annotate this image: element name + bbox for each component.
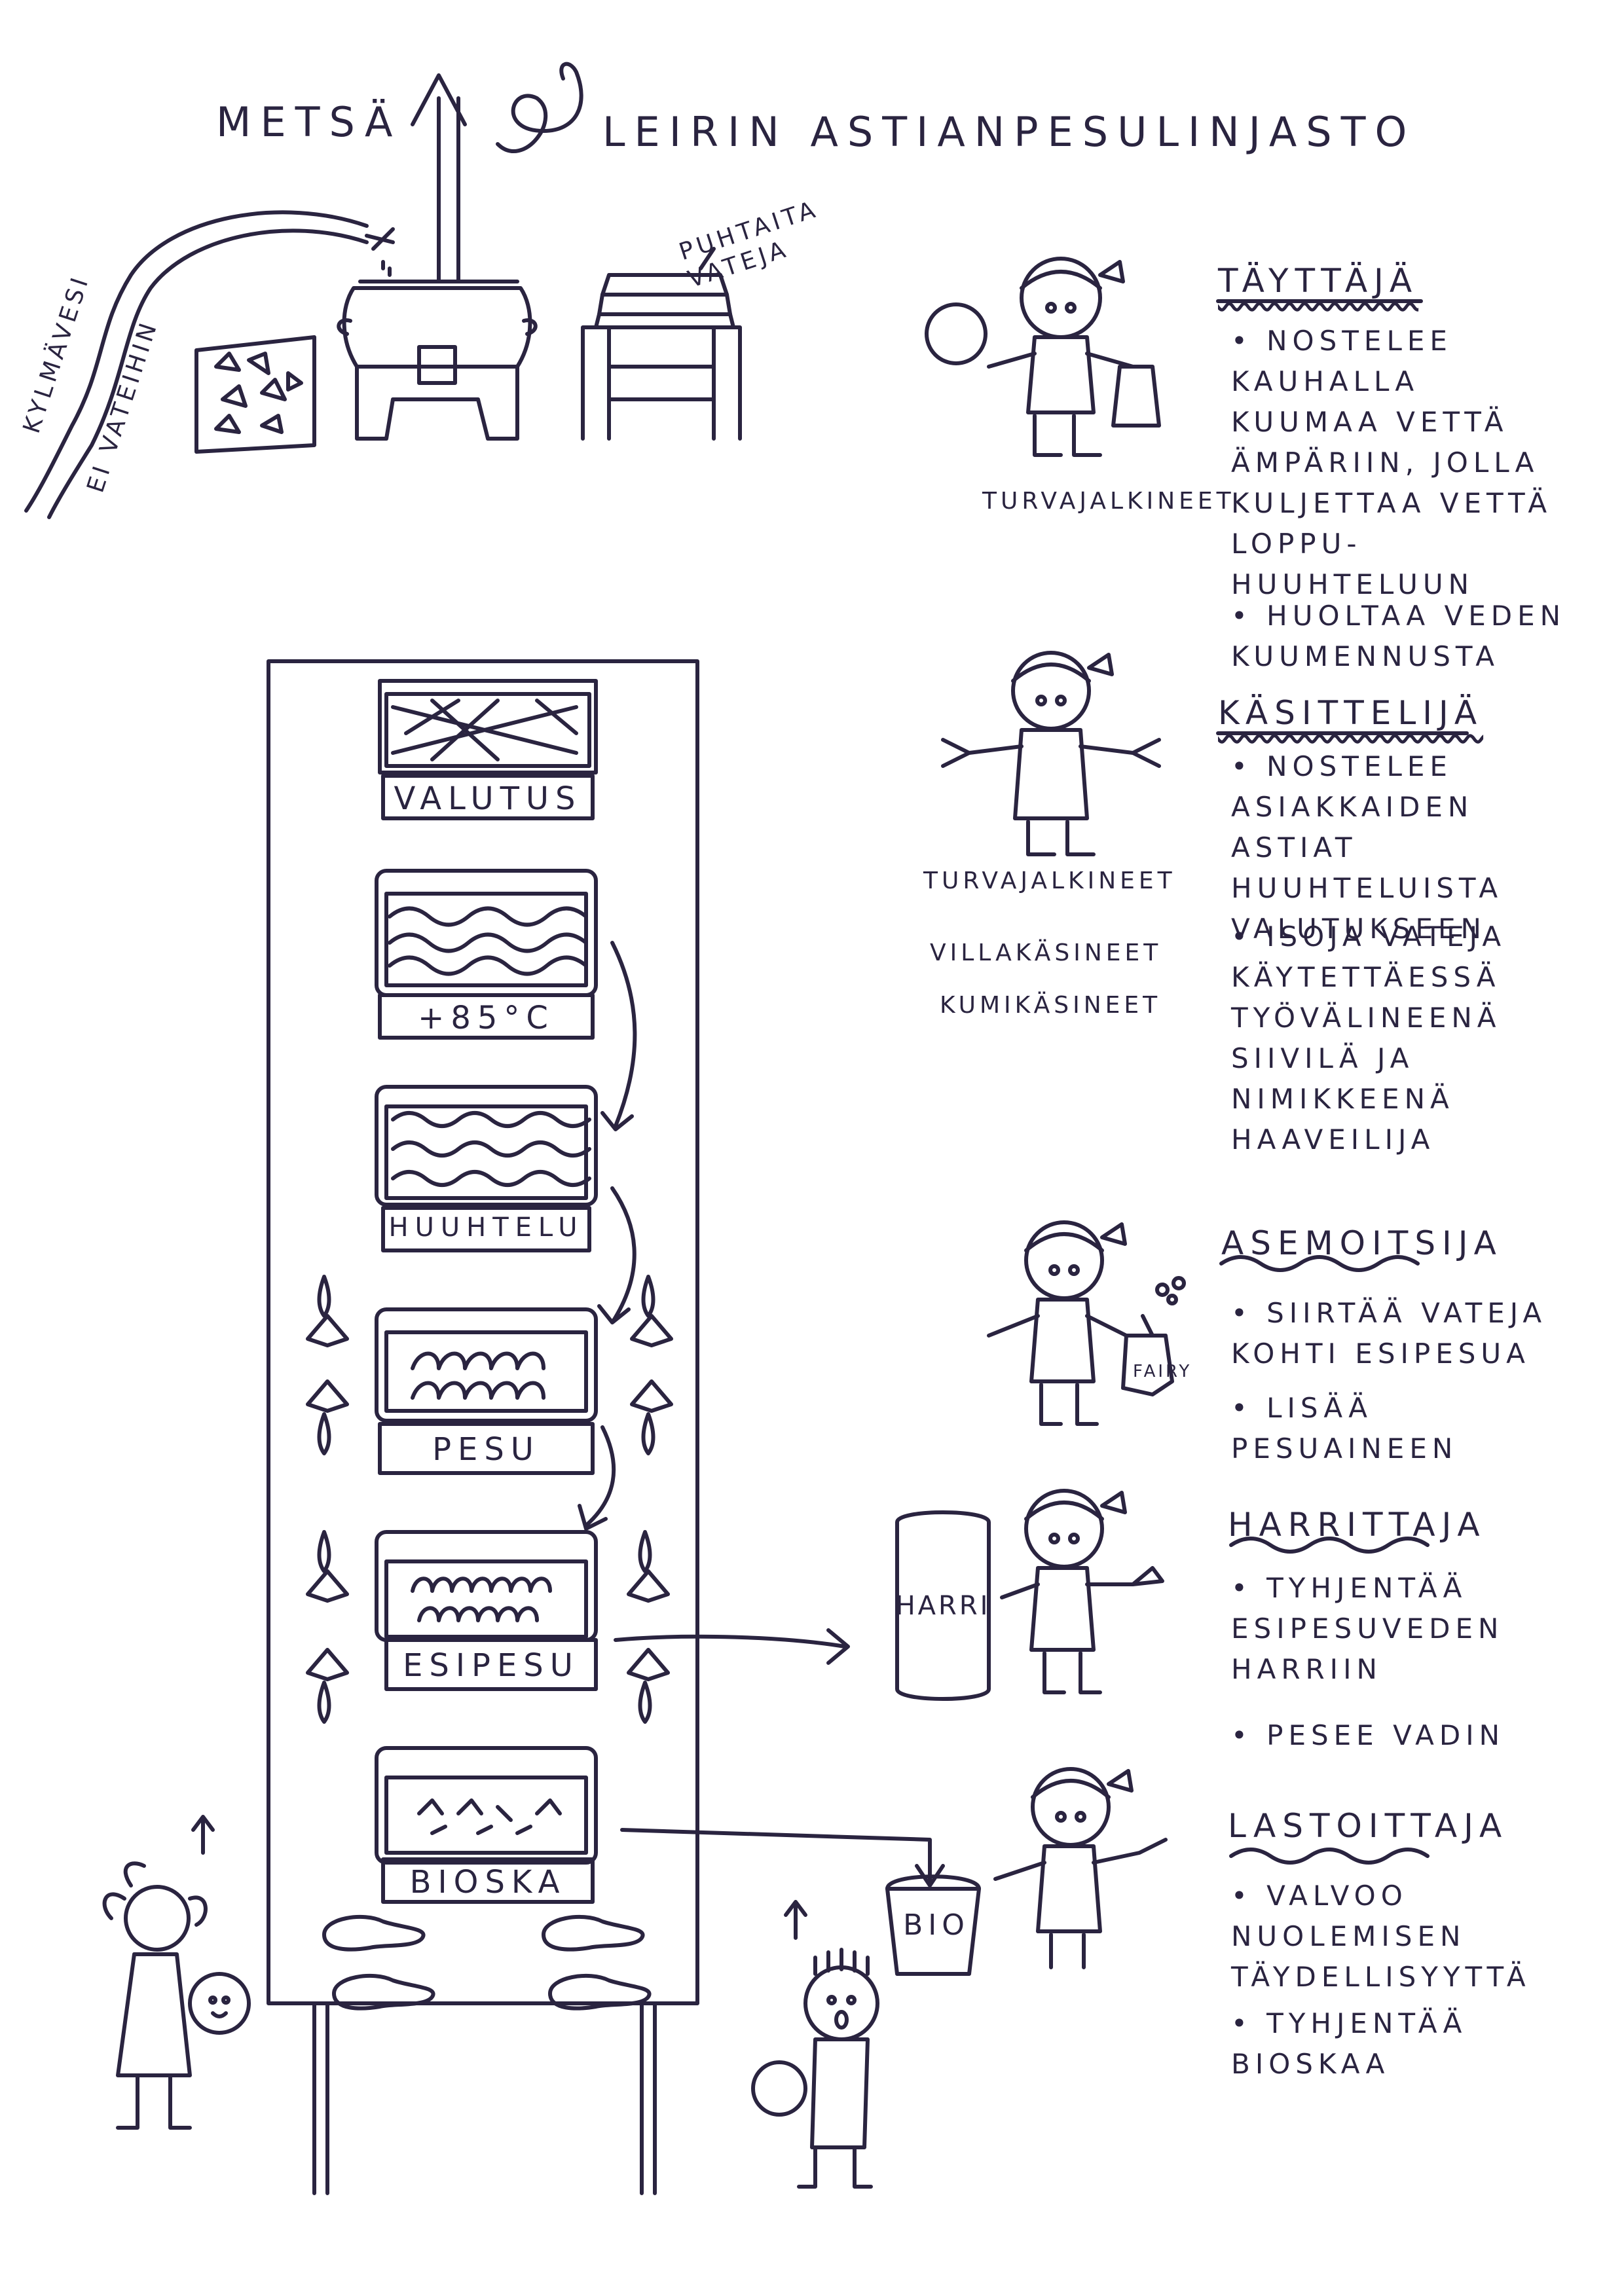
customer-girl [102, 1815, 251, 2130]
stove-icon [337, 227, 538, 441]
role-title-asemoitsija: ASEMOITSIJA [1221, 1224, 1503, 1262]
equipment-label: KUMIKÄSINEET [940, 992, 1162, 1019]
role-bullet: • NOSTELEE ASIAKKAIDEN ASTIAT HUUHTELUIS… [1231, 750, 1504, 945]
role-bullet: • TYHJENTÄÄ ESIPESUVEDEN HARRIIN [1231, 1572, 1504, 1685]
figure-asemoitsija [987, 1220, 1128, 1426]
station-pesu [375, 1307, 616, 1531]
equipment-label: VILLAKÄSINEET [930, 939, 1162, 966]
dishwashing-tower [267, 659, 699, 2195]
title-underline-lastoittaja [1229, 1848, 1430, 1865]
harri-label: HARRI [895, 1591, 991, 1621]
clean-dishes-rack [581, 247, 742, 441]
bio-bucket [885, 1874, 981, 1976]
role-title-harrittaja: HARRITTAJA [1228, 1506, 1486, 1544]
arrow-to-bio [620, 1828, 945, 1887]
station-bioska [375, 1746, 598, 1904]
harri-can [895, 1510, 991, 1701]
station-label-esipesu: ESIPESU [403, 1647, 580, 1684]
role-bullet: • VALVOO NUOLEMISEN TÄYDELLISYYTTÄ [1231, 1880, 1531, 1993]
role-bullet: • HUOLTAA VEDEN KUUMENNUSTA [1231, 600, 1566, 672]
station-label-pesu: PESU [432, 1431, 540, 1468]
role-title-tayttaja: TÄYTTÄJÄ [1218, 262, 1419, 300]
equipment-label: TURVAJALKINEET [982, 488, 1235, 515]
bio-label: BIO [903, 1908, 970, 1942]
role-bullet: • TYHJENTÄÄ BIOSKAA [1231, 2007, 1467, 2080]
title-underline-asemoitsija [1219, 1255, 1420, 1272]
station-label-valutus: VALUTUS [394, 780, 582, 817]
fairy-bottle [1121, 1276, 1186, 1396]
page-title: LEIRIN ASTIANPESULINJASTO [602, 108, 1416, 156]
role-title-kasittelija: KÄSITTELIJÄ [1218, 694, 1484, 732]
station-hot-rinse [375, 869, 637, 1131]
role-bullet: • PESEE VADIN [1231, 1719, 1505, 1751]
title-metsa: METSÄ [216, 98, 402, 146]
station-label-hot: +85°C [418, 1000, 555, 1036]
dirty-dishes-crate [194, 335, 316, 454]
role-bullet: • NOSTELEE KAUHALLA KUUMAA VETTÄ ÄMPÄRII… [1231, 325, 1553, 600]
role-title-lastoittaja: LASTOITTAJA [1228, 1807, 1509, 1845]
role-bullet: • SIIRTÄÄ VATEJA KOHTI ESIPESUA [1231, 1297, 1547, 1370]
footprints [322, 1915, 652, 2011]
role-bullet: • ISOJA VATEJA KÄYTETTÄESSÄ TYÖVÄLINEENÄ… [1231, 920, 1507, 1156]
station-huuhtelu [375, 1085, 637, 1324]
figure-tayttaja [925, 257, 1161, 457]
station-label-bioska: BIOSKA [409, 1864, 566, 1901]
arrow-to-harri [614, 1628, 850, 1665]
station-label-huuhtelu: HUUHTELU [388, 1212, 584, 1243]
station-esipesu [375, 1530, 598, 1691]
customer-boy [751, 1900, 879, 2189]
equipment-label: TURVAJALKINEET [923, 867, 1176, 894]
figure-kasittelija [941, 651, 1161, 856]
brush-icons [306, 1275, 673, 1724]
station-valutus [378, 679, 598, 820]
role-bullet: • LISÄÄ PESUAINEEN [1231, 1392, 1458, 1465]
chimney-arrow [411, 62, 583, 283]
figure-lastoittaja [993, 1767, 1168, 1969]
figure-harrittaja [1000, 1489, 1164, 1694]
fairy-label: FAIRY [1133, 1362, 1192, 1381]
title-underline-harrittaja [1229, 1537, 1430, 1554]
cold-water-hose [24, 210, 369, 519]
